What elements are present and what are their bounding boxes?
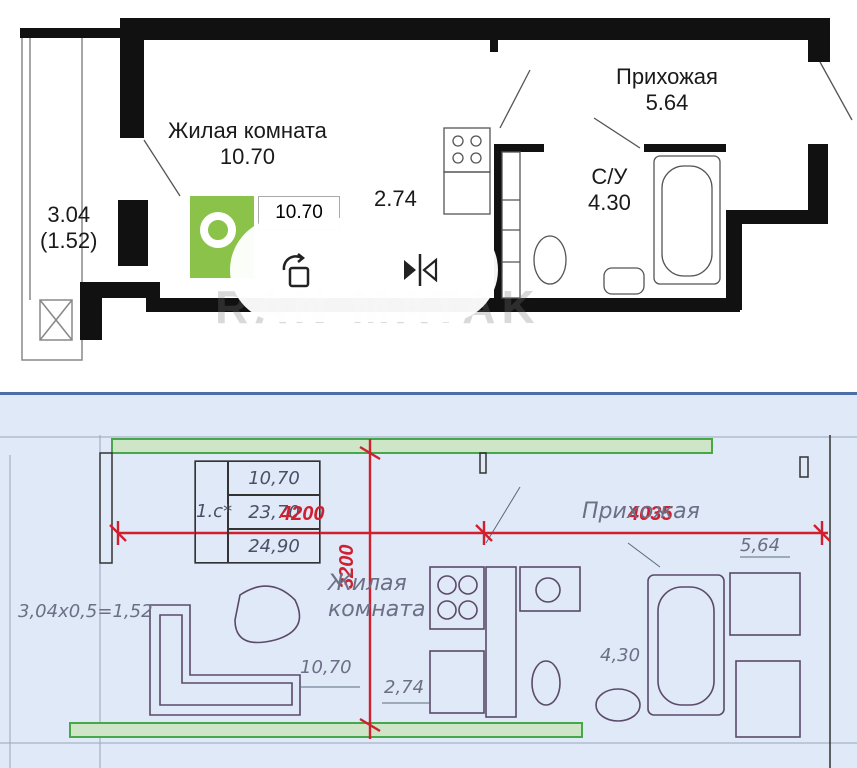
rotate-crop-icon — [282, 253, 310, 288]
walls — [99, 435, 831, 768]
summary-table-type: 1.с* — [195, 461, 232, 563]
fixtures — [143, 61, 853, 299]
top-floor-plan: Жилая комната 10.70 Прихожая 5.64 С/У 4.… — [20, 18, 853, 361]
badge-letter-icon — [200, 212, 236, 248]
living-room-name: Жилая комната — [168, 118, 327, 143]
living-room-label: Жилая комната 10.70 — [168, 118, 327, 170]
dimension-horizontal-right: 4035 — [628, 503, 673, 525]
hallway-area: 5.64 — [645, 90, 689, 115]
bottom-plan-drawing — [0, 435, 857, 768]
hatched-walls — [69, 438, 713, 738]
balcony-area: 3.04 — [47, 202, 91, 227]
living-room-area: 10,70 — [300, 657, 352, 678]
summary-table-row: 10,70 — [228, 461, 320, 495]
living-room-name-line2: комната — [328, 597, 426, 622]
kitchen-area: 2.74 — [374, 186, 417, 211]
bathroom-area: 4.30 — [588, 190, 631, 215]
bathroom-label: С/У 4.30 — [588, 164, 631, 216]
hallway-label: Прихожая 5.64 — [616, 64, 718, 116]
living-room-name-line1: Жилая — [328, 571, 407, 596]
living-room-area: 10.70 — [219, 144, 275, 169]
balcony-outline — [21, 29, 83, 361]
image-toolbar-overlay — [230, 218, 498, 322]
bottom-floor-plan: 1.с* 10,70 23,70 24,90 4200 4035 3200 Пр… — [0, 392, 857, 768]
bathroom-area: 4,30 — [600, 645, 641, 666]
kitchen-area: 2,74 — [384, 677, 425, 698]
balcony-formula: 3,04х0,5=1,52 — [18, 601, 153, 622]
furniture — [149, 566, 801, 738]
balcony-reduced-area: (1.52) — [40, 228, 98, 253]
hallway-name: Прихожая — [616, 64, 718, 89]
summary-table-row: 24,90 — [228, 529, 320, 563]
rotate-crop-button[interactable] — [274, 248, 318, 292]
summary-table-row: 23,70 — [228, 495, 320, 529]
bathroom-name: С/У — [591, 164, 628, 189]
balcony-label: 3.04 (1.52) — [40, 202, 97, 254]
hallway-name: Прихожая — [582, 499, 700, 524]
flip-icon — [404, 254, 438, 286]
dimension-horizontal-left: 4200 — [280, 503, 325, 525]
flip-button[interactable] — [398, 248, 442, 292]
dimension-lines — [109, 439, 831, 739]
hallway-area: 5,64 — [740, 535, 781, 556]
living-room-name: Жилая комната — [328, 571, 426, 623]
